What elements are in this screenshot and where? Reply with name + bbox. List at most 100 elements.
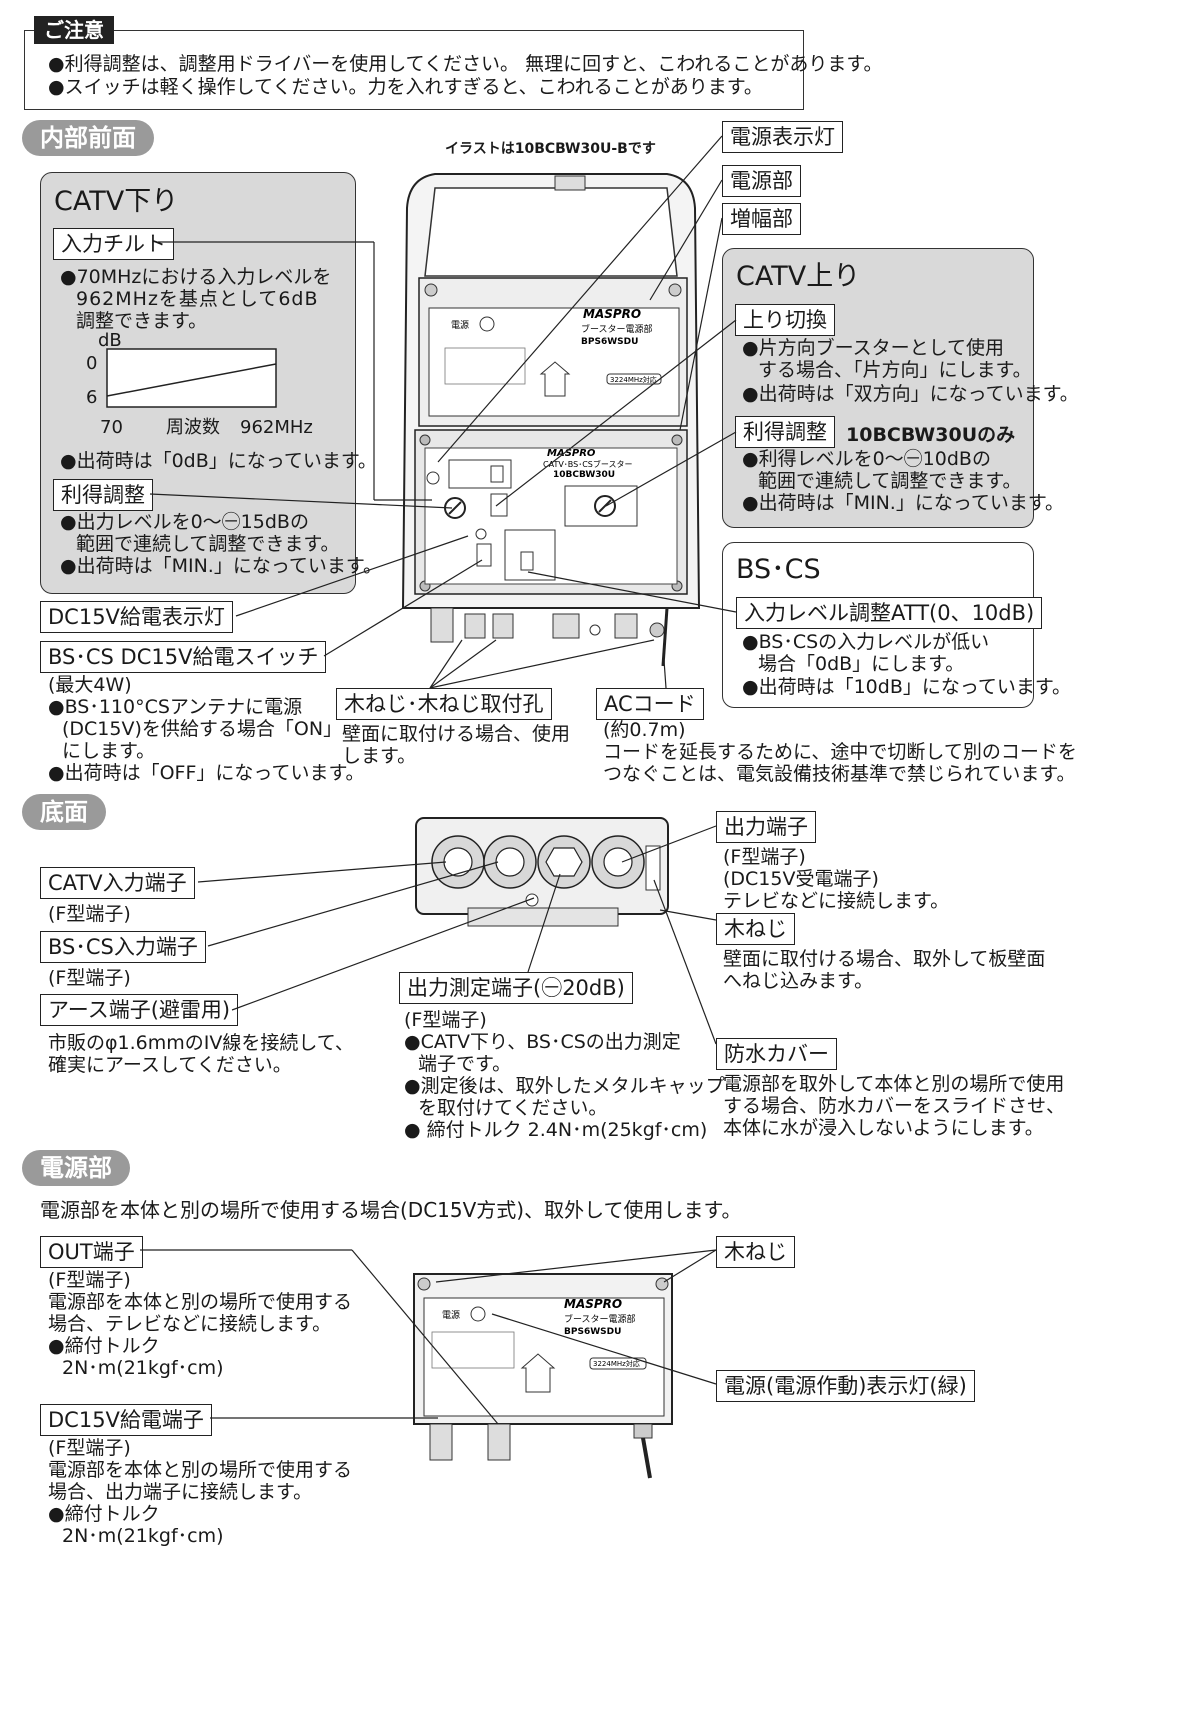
tilt-line-1: ●70MHzにおける入力レベルを xyxy=(60,266,332,288)
tilt-line-2: 962MHzを基点として6dB xyxy=(76,288,319,310)
down-gain-line-3: ●出荷時は「MIN.」になっています。 xyxy=(60,555,382,577)
up-switch-line-2: する場合、「片方向」にします。 xyxy=(758,359,1032,381)
measure-line-4: ●測定後は、取外したメタルキャップ xyxy=(404,1075,725,1097)
measure-label: 出力測定端子(㊀20dB) xyxy=(399,972,633,1004)
ps-model-text: BPS6WSDU xyxy=(581,337,638,347)
bottom-screw-line-2: へねじ込みます。 xyxy=(723,970,874,992)
measure-line-2: ●CATV下り、BS･CSの出力測定 xyxy=(404,1031,681,1053)
earth-line-2: 確実にアースしてください。 xyxy=(48,1054,292,1076)
catv-in-sub: (F型端子) xyxy=(48,903,131,925)
psu-model-text: BPS6WSDU xyxy=(564,1327,621,1337)
amp-unit-label: 増幅部 xyxy=(722,203,801,235)
catv-in-label: CATV入力端子 xyxy=(40,867,195,899)
power-lamp-label: 電源表示灯 xyxy=(722,121,843,153)
notice-tag: ご注意 xyxy=(34,16,114,44)
notice-box xyxy=(24,30,804,110)
dc-out-line-1: (F型端子) xyxy=(48,1437,131,1459)
output-line-1: (F型端子) xyxy=(723,846,806,868)
psu-screw-label: 木ねじ xyxy=(716,1236,795,1268)
out-line-2: 電源部を本体と別の場所で使用する xyxy=(48,1291,353,1313)
graph-y0: 0 xyxy=(86,353,98,374)
bscs-in-label: BS･CS入力端子 xyxy=(40,931,206,963)
earth-line-1: 市販のφ1.6mmのIV線を接続して、 xyxy=(48,1032,354,1054)
up-gain-line-2: 範囲で連続して調整できます。 xyxy=(758,470,1022,492)
ps-power-text: 電源 xyxy=(451,320,469,331)
tilt-label: 入力チルト xyxy=(53,228,174,260)
screw-holes-line-2: します。 xyxy=(342,745,417,767)
tilt-graph xyxy=(106,348,277,408)
ac-cord-line-3: つなぐことは、電気設備技術基準で禁じられています。 xyxy=(603,763,1076,785)
down-gain-line-2: 範囲で連続して調整できます。 xyxy=(76,533,340,555)
graph-x-end: 962MHz xyxy=(240,417,313,438)
ac-cord-line-2: コードを延長するために、途中で切断して別のコードを xyxy=(603,741,1077,763)
earth-label: アース端子(避雷用) xyxy=(40,994,239,1026)
dc-out-line-5: 2N･m(21kgf･cm) xyxy=(62,1525,224,1547)
psu-freq-text: 3224MHz対応 xyxy=(593,1359,640,1368)
power-unit-label: 電源部 xyxy=(722,165,801,197)
up-switch-line-3: ●出荷時は「双方向」になっています。 xyxy=(742,383,1079,405)
amp-brand-text: MASPRO xyxy=(547,448,596,459)
measure-line-5: を取付けてください。 xyxy=(418,1097,608,1119)
booster-front-illustration: 電源 MASPRO ブースター電源部 BPS6WSDU 3224MHz対応 MA… xyxy=(401,173,701,667)
att-line-2: 場合「0dB」にします。 xyxy=(758,653,965,675)
graph-unit: dB xyxy=(98,330,122,351)
graph-x-mid: 周波数 xyxy=(166,417,220,438)
out-line-4: ●締付トルク xyxy=(48,1335,160,1357)
down-gain-line-1: ●出力レベルを0〜㊀15dBの xyxy=(60,511,309,533)
output-label: 出力端子 xyxy=(716,811,816,843)
out-line-5: 2N･m(21kgf･cm) xyxy=(62,1357,224,1379)
bottom-screw-label: 木ねじ xyxy=(716,913,795,945)
up-gain-line-1: ●利得レベルを0〜㊀10dBの xyxy=(742,448,991,470)
bottom-screw-line-1: 壁面に取付ける場合、取外して板壁面 xyxy=(723,948,1046,970)
bscs-in-sub: (F型端子) xyxy=(48,967,131,989)
psu-brand-text: MASPRO xyxy=(564,1297,622,1311)
catv-up-title: CATV上り xyxy=(736,261,861,292)
up-gain-label: 利得調整 xyxy=(735,416,835,448)
catv-down-title: CATV下り xyxy=(54,186,179,217)
output-line-2: (DC15V受電端子) xyxy=(723,868,879,890)
amp-model-text: 10BCBW30U xyxy=(553,470,615,480)
att-line-1: ●BS･CSの入力レベルが低い xyxy=(742,631,990,653)
graph-x-start: 70 xyxy=(100,417,123,438)
tilt-line-3: 調整できます。 xyxy=(76,310,208,332)
section-bottom: 底面 xyxy=(22,794,106,830)
dc-out-line-4: ●締付トルク xyxy=(48,1503,160,1525)
att-label: 入力レベル調整ATT(0、10dB) xyxy=(736,597,1043,629)
section-psu: 電源部 xyxy=(22,1150,130,1186)
out-line-1: (F型端子) xyxy=(48,1269,131,1291)
dc-out-line-3: 場合、出力端子に接続します。 xyxy=(48,1481,313,1503)
cover-line-3: 本体に水が浸入しないようにします。 xyxy=(723,1117,1044,1139)
out-line-3: 場合、テレビなどに接続します。 xyxy=(48,1313,332,1335)
dc-lamp-label: DC15V給電表示灯 xyxy=(40,601,233,633)
measure-line-3: 端子です。 xyxy=(418,1053,512,1075)
graph-y6: 6 xyxy=(86,387,98,408)
ac-cord-line-1: (約0.7m) xyxy=(603,719,686,741)
down-gain-label: 利得調整 xyxy=(53,479,153,511)
notice-line-2: ●スイッチは軽く操作してください。力を入れすぎると、こわれることがあります。 xyxy=(48,76,763,98)
out-label: OUT端子 xyxy=(40,1236,143,1268)
bs-switch-line-1: (最大4W) xyxy=(48,674,132,696)
booster-bottom-illustration xyxy=(415,817,669,927)
bs-switch-line-5: ●出荷時は「OFF」になっています。 xyxy=(48,762,365,784)
illust-note: イラストは10BCBW30U-Bです xyxy=(445,141,656,157)
psu-name-text: ブースター電源部 xyxy=(564,1313,636,1325)
bs-switch-line-2: ●BS･110°CSアンテナに電源 xyxy=(48,696,303,718)
measure-line-6: ● 締付トルク 2.4N･m(25kgf･cm) xyxy=(404,1119,708,1141)
ps-name-text: ブースター電源部 xyxy=(581,323,653,335)
bs-switch-line-3: (DC15V)を供給する場合「ON」 xyxy=(62,718,343,740)
dc-out-line-2: 電源部を本体と別の場所で使用する xyxy=(48,1459,353,1481)
ps-freq-text: 3224MHz対応 xyxy=(610,375,657,384)
screw-holes-label: 木ねじ･木ねじ取付孔 xyxy=(336,688,552,720)
psu-intro: 電源部を本体と別の場所で使用する場合(DC15V方式)、取外して使用します。 xyxy=(40,1198,742,1222)
dc-out-label: DC15V給電端子 xyxy=(40,1404,212,1436)
bs-switch-label: BS･CS DC15V給電スイッチ xyxy=(40,641,327,673)
up-switch-label: 上り切換 xyxy=(735,304,835,336)
psu-illustration: 電源 MASPRO ブースター電源部 BPS6WSDU 3224MHz対応 xyxy=(413,1273,673,1479)
ps-brand-text: MASPRO xyxy=(583,307,641,321)
att-line-3: ●出荷時は「10dB」になっています。 xyxy=(742,676,1072,698)
section-front: 内部前面 xyxy=(22,120,154,156)
notice-line-1: ●利得調整は、調整用ドライバーを使用してください。 無理に回すと、こわれることが… xyxy=(48,53,883,75)
output-line-3: テレビなどに接続します。 xyxy=(723,890,950,912)
psu-power-text: 電源 xyxy=(442,1310,460,1321)
ac-cord-label: ACコード xyxy=(596,688,704,720)
